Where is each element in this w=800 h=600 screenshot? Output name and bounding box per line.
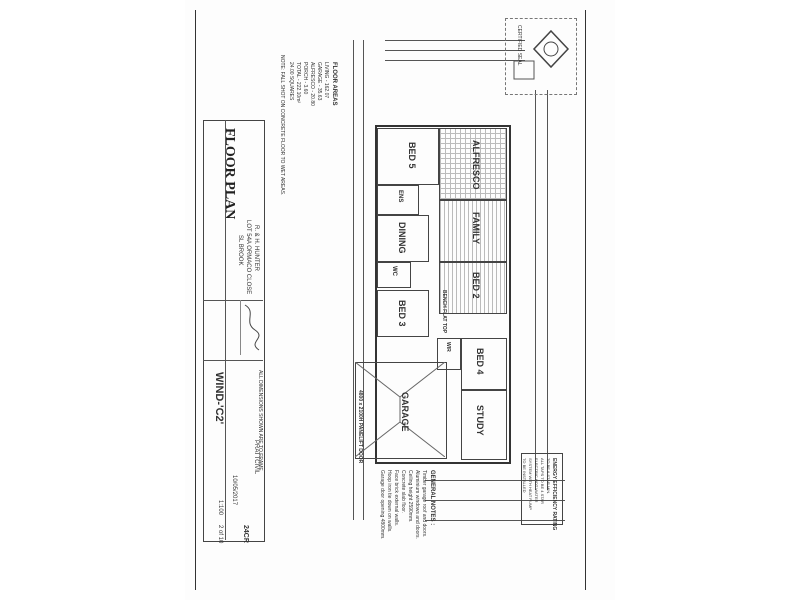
client-line: R. & H. HUNTER <box>253 225 259 272</box>
general-note-line: Timber garage roof and doors. <box>421 470 427 538</box>
floor-area-line: GARAGE - 35.63 <box>316 62 322 101</box>
energy-line: TO BE INSTALLED <box>522 458 527 493</box>
general-note-line: Hoop iron tie down on walls. <box>386 470 392 533</box>
address-line-2: SL BROOK <box>237 235 243 266</box>
drawing-sheet: FLOOR PLAN R. & H. HUNTER LOT 54A ORMACO… <box>185 0 615 600</box>
room-ensuite <box>377 185 419 215</box>
garage-roof-lines <box>355 362 445 457</box>
dimension-line <box>535 90 536 490</box>
floor-area-line: LIVING - 162.07 <box>323 62 329 99</box>
top-note: NOTE: FALL SHOT ON CONCRETE FLOOR TO WET… <box>279 55 285 196</box>
energy-efficiency-box <box>521 453 563 525</box>
energy-heading: ENERGY EFFICIENCY RATING <box>551 458 557 531</box>
room-bed-5 <box>377 128 439 185</box>
sheet-border-right <box>585 10 586 590</box>
general-note-line: Face brick external walls. <box>393 470 399 527</box>
room-label-family: FAMILY <box>471 212 481 245</box>
room-label-study: STUDY <box>475 405 485 436</box>
floor-area-line: 24.00 SQUARES <box>288 62 294 101</box>
sheet-title: FLOOR PLAN <box>222 128 237 220</box>
dimension-line <box>385 40 525 41</box>
drawing-scale: 1:100 <box>217 500 223 516</box>
energy-line: TO BE 6 STAR MIN. <box>546 458 551 495</box>
stamp-text: CERTIFIED SEAL <box>516 25 522 66</box>
room-bed-2 <box>377 215 429 262</box>
general-notes-heading: GENERAL NOTES : <box>429 470 435 526</box>
room-study <box>461 390 507 460</box>
dimension-line <box>425 480 565 481</box>
room-label-garage: GARAGE <box>400 392 410 432</box>
certification-stamp: CERTIFIED SEAL <box>505 18 577 95</box>
drawn-by: PRATTCIVIL <box>253 440 259 475</box>
floor-areas-heading: FLOOR AREAS <box>331 62 337 106</box>
energy-line: ELECTRIC HOT WATER <box>534 458 539 503</box>
room-bed-4 <box>461 338 507 390</box>
room-alfresco <box>439 128 507 200</box>
title-block-column <box>225 120 226 540</box>
room-dining <box>439 262 507 314</box>
stamp-seal-icon <box>513 29 570 80</box>
room-label-alfresco: ALFRESCO <box>471 140 481 190</box>
sheet-number: 2 of 10 <box>217 525 223 544</box>
title-block <box>203 120 265 542</box>
dimension-line <box>385 50 525 51</box>
floor-area-line: TOTAL - 222.10m² <box>295 62 301 104</box>
energy-line: SYSTEM WITH HEAT PUMP <box>528 458 533 510</box>
dimension-line <box>425 500 565 501</box>
room-wir <box>437 338 461 370</box>
room-label-ensuite: ENS <box>397 190 403 203</box>
room-label-bed-4: BED 4 <box>475 348 485 375</box>
sheet-border-left <box>195 10 196 590</box>
dimension-line <box>547 90 548 490</box>
floor-area-line: ALFRESCO - 20.80 <box>309 62 315 106</box>
room-garage <box>355 362 447 459</box>
drawing-date: 10/05/2017 <box>231 475 237 506</box>
room-label-wir: WIR <box>445 342 451 352</box>
room-label-wc: WC <box>391 266 397 276</box>
general-note-line: Concrete slab floor. <box>400 470 406 514</box>
room-wc <box>377 262 411 288</box>
address-line-1: LOT 54A ORMACO CLOSE <box>245 220 251 295</box>
garage-door-label: 4800 x 2100H PANELIFT DOOR <box>357 390 363 464</box>
house-outline <box>375 125 511 464</box>
room-family <box>439 200 507 262</box>
room-bed-3 <box>377 290 429 337</box>
room-label-bed-2: DINING <box>397 222 407 254</box>
general-note-line: Ceiling height 2590mm. <box>407 470 413 523</box>
general-note-line: Garage door opening 4800mm. <box>379 470 385 540</box>
dimension-line <box>425 520 565 521</box>
drawing-number: 24CR <box>242 525 249 543</box>
title-block-divider-1 <box>203 300 263 301</box>
title-block-divider-2 <box>203 360 263 361</box>
general-note-line: Aluminium windows and doors. <box>414 470 420 539</box>
room-label-bed-3: BED 3 <box>397 300 407 327</box>
room-label-dining: BED 2 <box>471 272 481 299</box>
dimension-line <box>363 40 364 520</box>
floor-area-line: PORCH - 3.60 <box>302 62 308 95</box>
room-label-bed-5: BED 5 <box>407 142 417 169</box>
dimension-line <box>353 40 354 520</box>
bench-label: BENCH FLAT TOP <box>441 290 447 334</box>
energy-line: ALL TAPS TO BE 4 STAR <box>540 458 545 504</box>
signature <box>240 300 265 355</box>
wind-rating: WIND-'C2' <box>213 372 225 425</box>
dimension-line <box>385 60 525 61</box>
